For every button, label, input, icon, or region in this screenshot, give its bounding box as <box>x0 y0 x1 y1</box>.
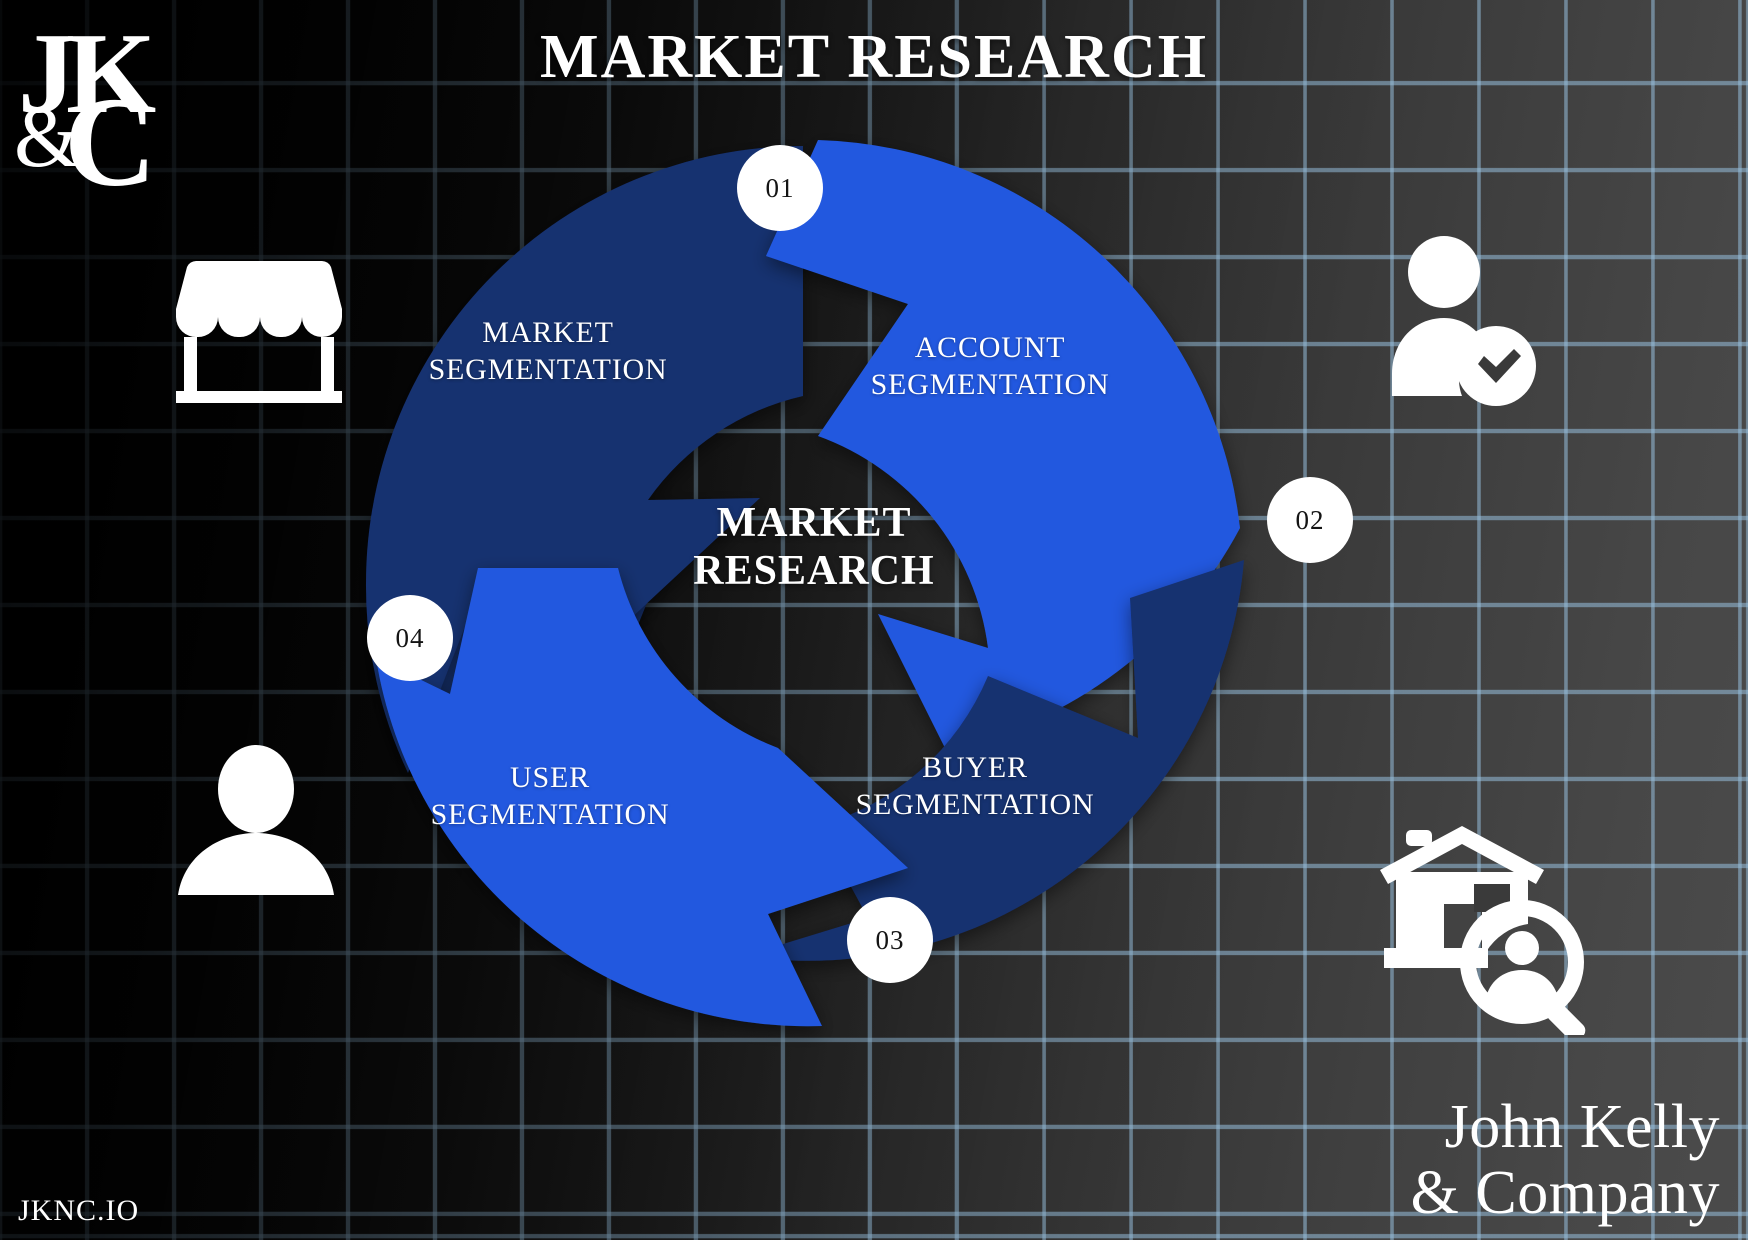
segment-03-label-line2: SEGMENTATION <box>855 787 1095 821</box>
cycle-segment-04-arc[interactable] <box>376 568 908 1027</box>
cycle-segment-01-arc[interactable] <box>365 146 803 773</box>
segment-02-label-line2: SEGMENTATION <box>870 367 1110 401</box>
segment-02-number-badge[interactable]: 02 <box>1273 483 1347 557</box>
cycle-diagram <box>348 128 1258 1038</box>
segment-01-label: MARKET SEGMENTATION <box>398 315 698 388</box>
storefront-icon <box>175 253 342 403</box>
site-watermark: JKNC.IO <box>18 1194 140 1227</box>
person-icon <box>176 745 336 900</box>
segment-03-label-line1: BUYER <box>922 751 1028 784</box>
wordmark-line1: John Kelly <box>1444 1093 1720 1161</box>
cycle-center-line1: MARKET <box>716 500 912 546</box>
segment-04-number-badge[interactable]: 04 <box>373 601 447 675</box>
segment-02-label-line1: ACCOUNT <box>914 331 1066 364</box>
segment-04-label-line1: USER <box>510 761 590 794</box>
segment-01-number-badge[interactable]: 01 <box>743 151 817 225</box>
cycle-segment-02-arc[interactable] <box>766 140 1240 750</box>
page-title: MARKET RESEARCH <box>540 23 1208 91</box>
monogram-jk: JK <box>18 10 156 138</box>
cycle-center-label: MARKET RESEARCH <box>604 500 1024 596</box>
monogram-c: C <box>64 71 157 213</box>
segment-03-label: BUYER SEGMENTATION <box>825 750 1125 823</box>
segment-03-number-badge[interactable]: 03 <box>853 903 927 977</box>
monogram-ampersand: & <box>14 89 81 185</box>
jkc-monogram-logo: JK & C <box>10 10 190 206</box>
segment-04-label-line2: SEGMENTATION <box>430 797 670 831</box>
segment-04-label: USER SEGMENTATION <box>400 760 700 833</box>
wordmark-line2: & Company <box>1410 1159 1720 1227</box>
segment-02-label: ACCOUNT SEGMENTATION <box>840 330 1140 403</box>
cycle-center-line2: RESEARCH <box>693 547 935 594</box>
user-check-icon <box>1392 236 1538 406</box>
house-search-icon <box>1370 820 1600 1042</box>
john-kelly-company-wordmark: John Kelly & Company <box>1240 1096 1720 1224</box>
segment-01-label-line2: SEGMENTATION <box>428 352 668 386</box>
segment-01-label-line1: MARKET <box>482 316 614 349</box>
